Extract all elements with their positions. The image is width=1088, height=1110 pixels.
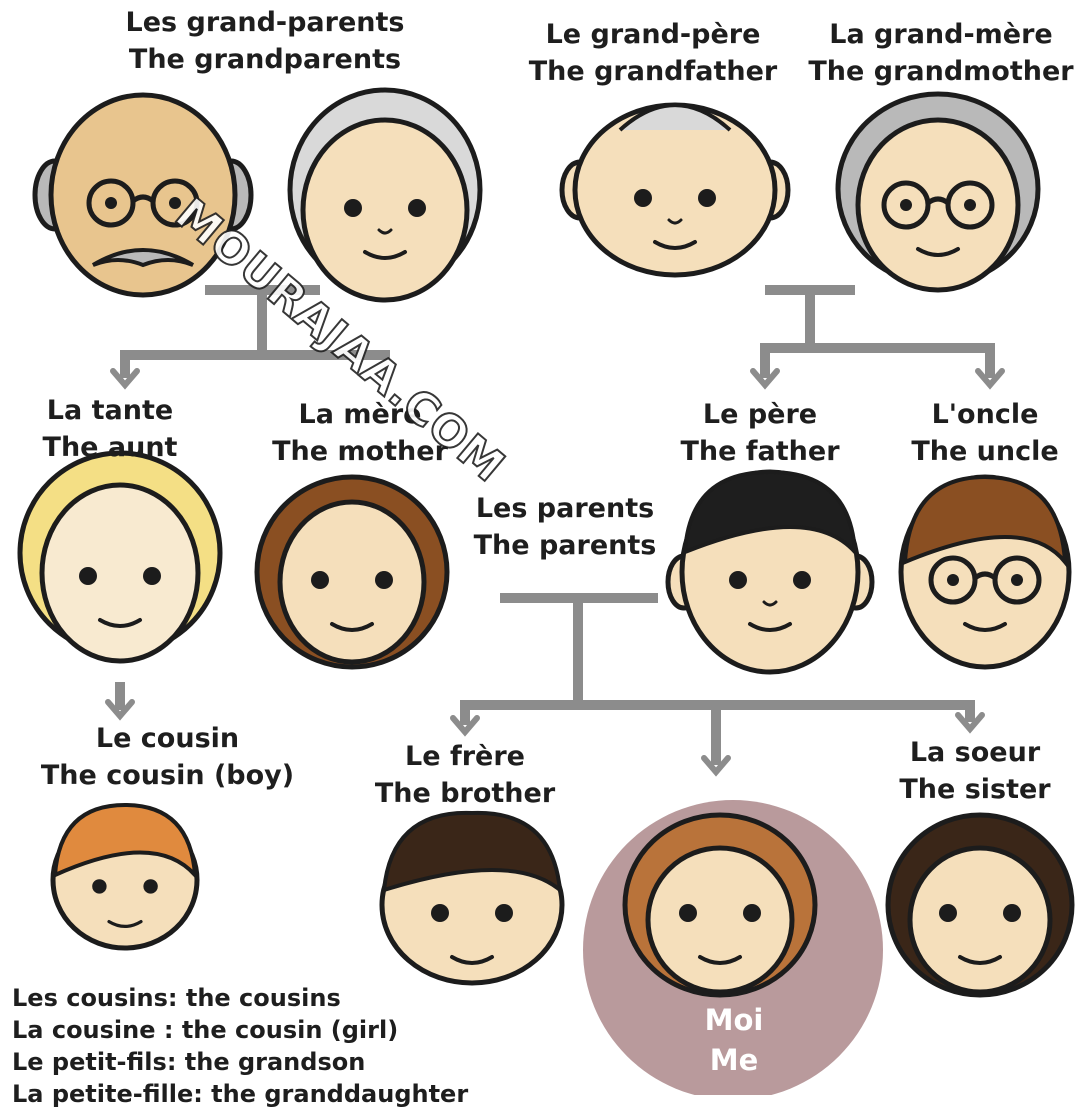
label-brother: Le frère The brother	[350, 738, 580, 812]
grandmother-left-face	[287, 87, 483, 303]
sister-face	[885, 812, 1075, 998]
label-grandparents-fr: Les grand-parents	[125, 7, 405, 38]
vocabulary-item: Les cousins: the cousins	[12, 984, 341, 1012]
uncle-face	[898, 474, 1072, 670]
label-cousin-en: The cousin (boy)	[40, 760, 295, 791]
label-grandparents: Les grand-parents The grandparents	[80, 4, 450, 78]
grandfather-left-face	[32, 92, 254, 298]
label-father-en: The father	[680, 436, 840, 467]
label-uncle-fr: L'oncle	[931, 399, 1039, 430]
label-grandmother-fr: La grand-mère	[829, 19, 1053, 50]
label-grandfather-fr: Le grand-père	[545, 19, 761, 50]
cousin-face	[50, 802, 200, 951]
label-me-en: Me	[709, 1043, 759, 1077]
label-sister-en: The sister	[899, 774, 1051, 805]
vocabulary-item: La petite-fille: the granddaughter	[12, 1080, 469, 1108]
label-mother: La mère The mother	[250, 396, 470, 470]
me-face	[622, 812, 818, 998]
label-aunt-en: The aunt	[42, 432, 178, 463]
label-parents: Les parents The parents	[445, 490, 685, 564]
label-parents-fr: Les parents	[475, 493, 655, 524]
label-grandfather: Le grand-père The grandfather	[508, 16, 798, 90]
label-father: Le père The father	[660, 396, 860, 470]
vocabulary-item: La cousine : the cousin (girl)	[12, 1016, 399, 1044]
grandmother-face	[835, 91, 1041, 293]
connector-arrowheads	[105, 368, 1005, 777]
brother-face	[379, 810, 565, 986]
label-uncle-en: The uncle	[911, 436, 1059, 467]
aunt-face	[17, 450, 223, 664]
connector-lines	[115, 285, 995, 765]
grandfather-face	[559, 102, 791, 278]
father-face	[665, 469, 875, 675]
label-aunt-fr: La tante	[46, 395, 174, 426]
label-parents-en: The parents	[473, 530, 657, 561]
label-sister: La soeur The sister	[870, 734, 1080, 808]
label-cousin: Le cousin The cousin (boy)	[5, 720, 330, 794]
connector-parents-children	[460, 593, 975, 765]
label-grandmother: La grand-mère The grandmother	[794, 16, 1088, 90]
connector-left-grandparents	[120, 285, 390, 378]
label-grandmother-en: The grandmother	[808, 56, 1074, 87]
label-grandparents-en: The grandparents	[128, 44, 402, 75]
label-uncle: L'oncle The uncle	[885, 396, 1085, 470]
label-me-fr: Moi	[704, 1003, 764, 1037]
label-sister-fr: La soeur	[909, 737, 1041, 768]
mother-face	[254, 474, 450, 670]
vocabulary-list: Les cousins: the cousins La cousine : th…	[12, 982, 468, 1110]
label-brother-en: The brother	[374, 778, 556, 809]
label-aunt: La tante The aunt	[10, 392, 210, 466]
label-mother-fr: La mère	[298, 399, 422, 430]
connector-right-grandparents	[760, 285, 995, 378]
vocabulary-item: Le petit-fils: the grandson	[12, 1048, 366, 1076]
label-me: Moi Me	[694, 1000, 774, 1080]
label-grandfather-en: The grandfather	[528, 56, 778, 87]
label-cousin-fr: Le cousin	[95, 723, 240, 754]
label-brother-fr: Le frère	[405, 741, 525, 772]
label-father-fr: Le père	[702, 399, 818, 430]
label-mother-en: The mother	[272, 436, 448, 467]
